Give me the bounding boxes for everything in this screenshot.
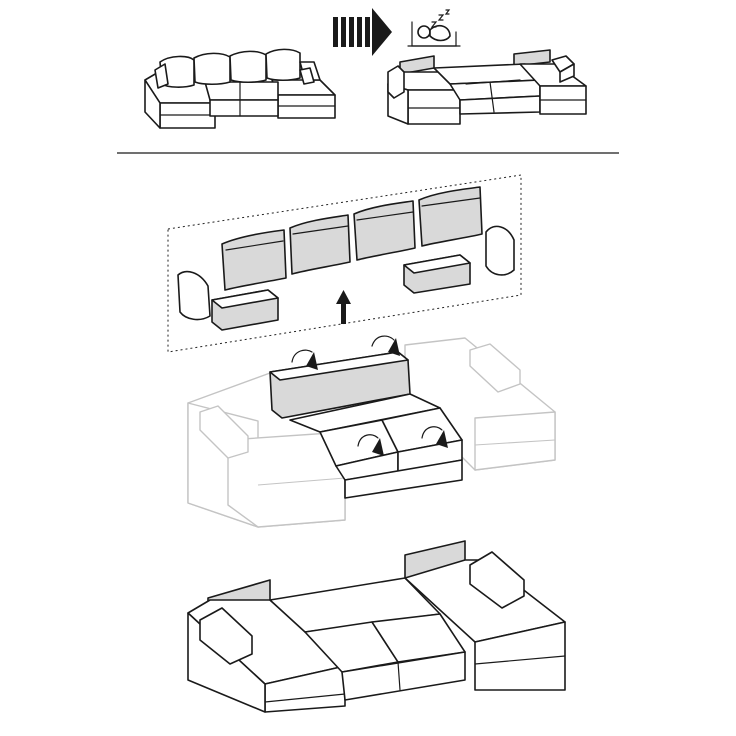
lift-arrow-icon bbox=[336, 290, 351, 324]
sofa-conversion-step bbox=[187, 335, 556, 528]
arm-pillow bbox=[485, 225, 515, 276]
rotate-arrow-icon bbox=[421, 426, 448, 448]
sofa-bed-mode bbox=[387, 49, 587, 125]
back-cushion bbox=[353, 200, 416, 261]
back-cushion bbox=[289, 214, 351, 275]
rotate-arrow-icon bbox=[357, 434, 384, 456]
removed-cushions-panel bbox=[167, 174, 522, 353]
transform-arrow-icon bbox=[333, 8, 392, 56]
back-cushion bbox=[418, 186, 483, 247]
arm-pillow bbox=[177, 270, 211, 321]
back-cushion bbox=[221, 229, 287, 291]
sleep-icon bbox=[407, 9, 461, 47]
sofa-final-bed bbox=[187, 540, 566, 713]
sofa-seating-mode bbox=[144, 48, 336, 129]
rotate-arrow-icon bbox=[291, 349, 318, 370]
rotate-arrow-icon bbox=[371, 335, 400, 356]
